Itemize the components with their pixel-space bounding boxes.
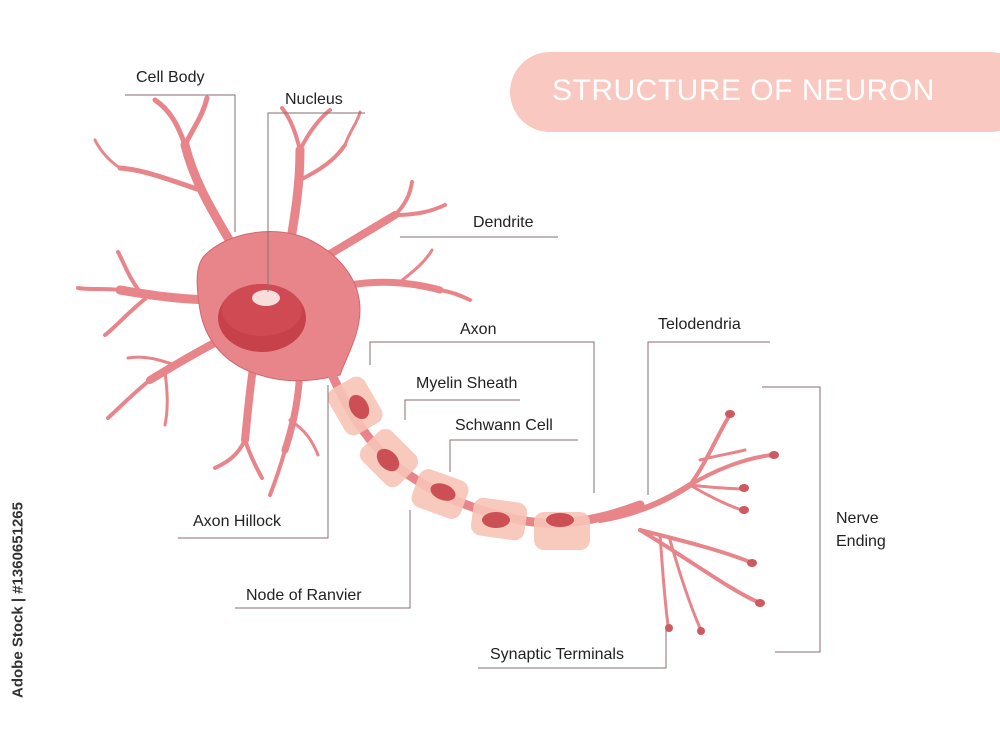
label-myelin-sheath: Myelin Sheath [416,375,518,392]
label-axon-hillock: Axon Hillock [193,513,282,530]
synaptic-terminals [665,410,779,635]
label-cell-body: Cell Body [136,69,205,86]
leader-lines [125,94,821,669]
nucleolus [252,290,280,306]
myelin-sheath [327,376,590,550]
label-axon: Axon [460,321,497,338]
label-dendrite: Dendrite [473,214,534,231]
label-node-of-ranvier: Node of Ranvier [246,587,362,604]
label-nucleus: Nucleus [285,91,343,108]
label-telodendria: Telodendria [658,316,741,333]
label-ending: Ending [836,533,886,550]
label-nerve: Nerve [836,510,879,527]
label-synaptic-terminals: Synaptic Terminals [490,646,624,663]
label-schwann-cell: Schwann Cell [455,417,553,434]
watermark-text: Adobe Stock | #1360651265 [9,502,27,698]
telodendria [597,416,774,630]
diagram-title: STRUCTURE OF NEURON [552,74,935,107]
stock-watermark: Adobe Stock | #1360651265 [0,480,36,720]
title-banner [510,52,1000,132]
